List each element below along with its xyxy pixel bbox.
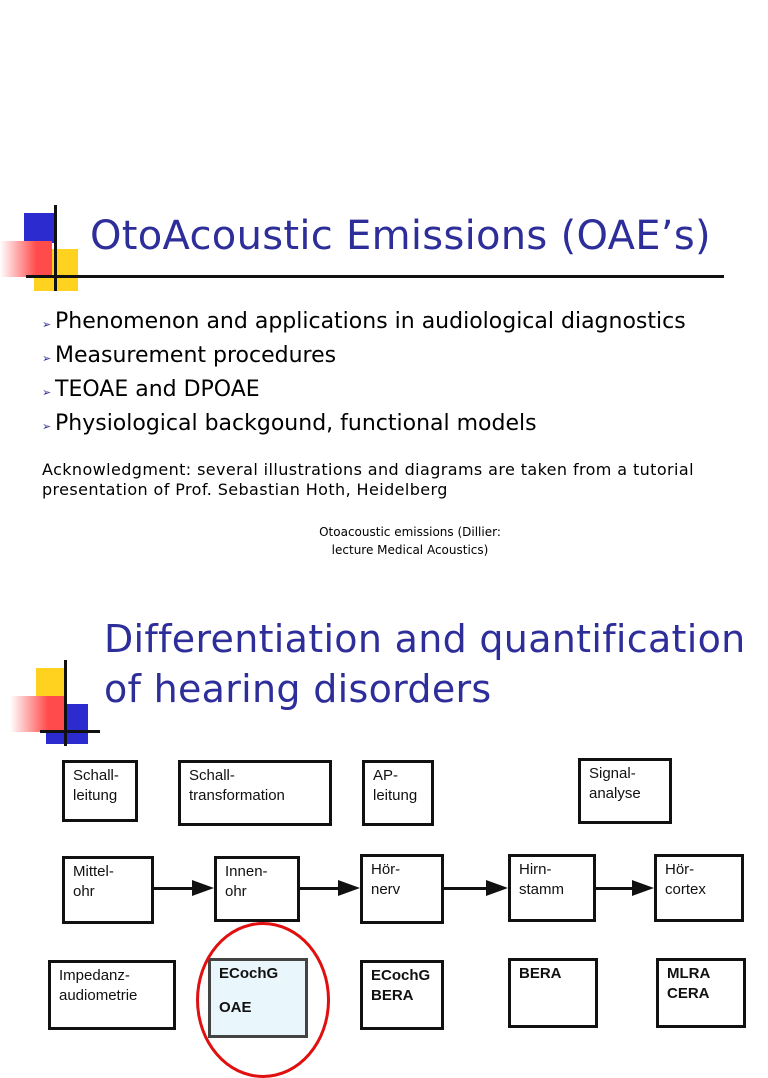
diagram-box-apleitung: AP-leitung (362, 760, 434, 826)
slide-footer: Otoacoustic emissions (Dillier: lecture … (319, 525, 501, 557)
slide2-decoration (0, 660, 110, 750)
diagram-box-hirnstamm: Hirn-stamm (508, 854, 596, 922)
diagram-arrow-head-icon (192, 880, 214, 896)
diagram-box-mittelohr: Mittel-ohr (62, 856, 154, 924)
slide1-title-rule (62, 275, 724, 278)
arrow-bullet-icon: ➢ (42, 386, 52, 399)
arrow-bullet-icon: ➢ (42, 318, 52, 331)
arrow-bullet-icon: ➢ (42, 352, 52, 365)
slide1-title: OtoAcoustic Emissions (OAE’s) (90, 213, 711, 259)
diagram-box-hoercortex: Hör-cortex (654, 854, 744, 922)
bullet-item: ➢Physiological backgound, functional mod… (42, 408, 686, 442)
acknowledgment-text: Acknowledgment: several illustrations an… (42, 460, 694, 499)
diagram-box-innenohr: Innen-ohr (214, 856, 300, 922)
diagram-arrow-line (300, 887, 338, 890)
diagram-arrow-line (444, 887, 486, 890)
diagram-box-schallleitung: Schall-leitung (62, 760, 138, 822)
diagram-arrow-head-icon (486, 880, 508, 896)
diagram-box-hoernerv: Hör-nerv (360, 854, 444, 924)
bullet-item: ➢TEOAE and DPOAE (42, 374, 686, 408)
diagram-arrow-head-icon (338, 880, 360, 896)
highlight-ellipse (196, 922, 330, 1078)
diagram-arrow-line (596, 887, 632, 890)
diagram-box-signalanalyse: Signal-analyse (578, 758, 672, 824)
diagram-box-schalltransformation: Schall-transformation (178, 760, 332, 826)
bullet-item: ➢Measurement procedures (42, 340, 686, 374)
slide2-title: Differentiation and quantification of he… (104, 617, 746, 711)
arrow-bullet-icon: ➢ (42, 420, 52, 433)
diagram-box-impedanzaudiometrie: Impedanz-audiometrie (48, 960, 176, 1030)
slide1-bullet-list: ➢Phenomenon and applications in audiolog… (42, 306, 686, 442)
diagram-box-bera: BERA (508, 958, 598, 1028)
diagram-arrow-head-icon (632, 880, 654, 896)
diagram-arrow-line (154, 887, 192, 890)
slide1-decoration (0, 205, 90, 295)
bullet-item: ➢Phenomenon and applications in audiolog… (42, 306, 686, 340)
